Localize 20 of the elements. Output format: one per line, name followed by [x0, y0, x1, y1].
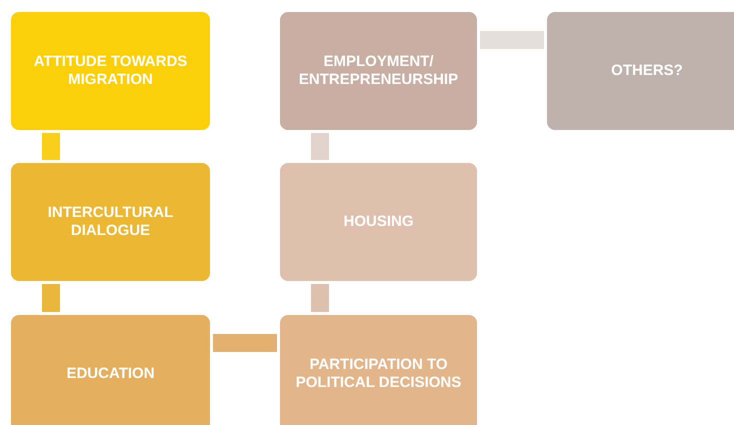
- connector-bar: [480, 31, 544, 49]
- topic-box: [11, 12, 210, 130]
- topic-box: [280, 315, 477, 425]
- topic-label: HOUSING: [343, 213, 414, 231]
- connector-bar: [42, 133, 60, 160]
- topic-label: OTHERS?: [611, 62, 683, 80]
- topic-label: INTERCULTURAL DIALOGUE: [46, 204, 174, 240]
- connector-bar: [42, 284, 60, 312]
- connector-bar: [311, 133, 329, 160]
- topic-box: [280, 163, 477, 281]
- connector-bar: [213, 334, 277, 352]
- topic-box: [11, 315, 210, 425]
- topic-box: [280, 12, 477, 130]
- topic-box: [11, 163, 210, 281]
- topic-label: EMPLOYMENT/ ENTREPRENEURSHIP: [298, 53, 460, 89]
- topic-label: EDUCATION: [66, 365, 155, 383]
- topic-label: PARTICIPATION TO POLITICAL DECISIONS: [294, 356, 462, 392]
- topic-label: ATTITUDE TOWARDS MIGRATION: [32, 53, 188, 89]
- connector-bar: [311, 284, 329, 312]
- topic-box: [547, 12, 734, 130]
